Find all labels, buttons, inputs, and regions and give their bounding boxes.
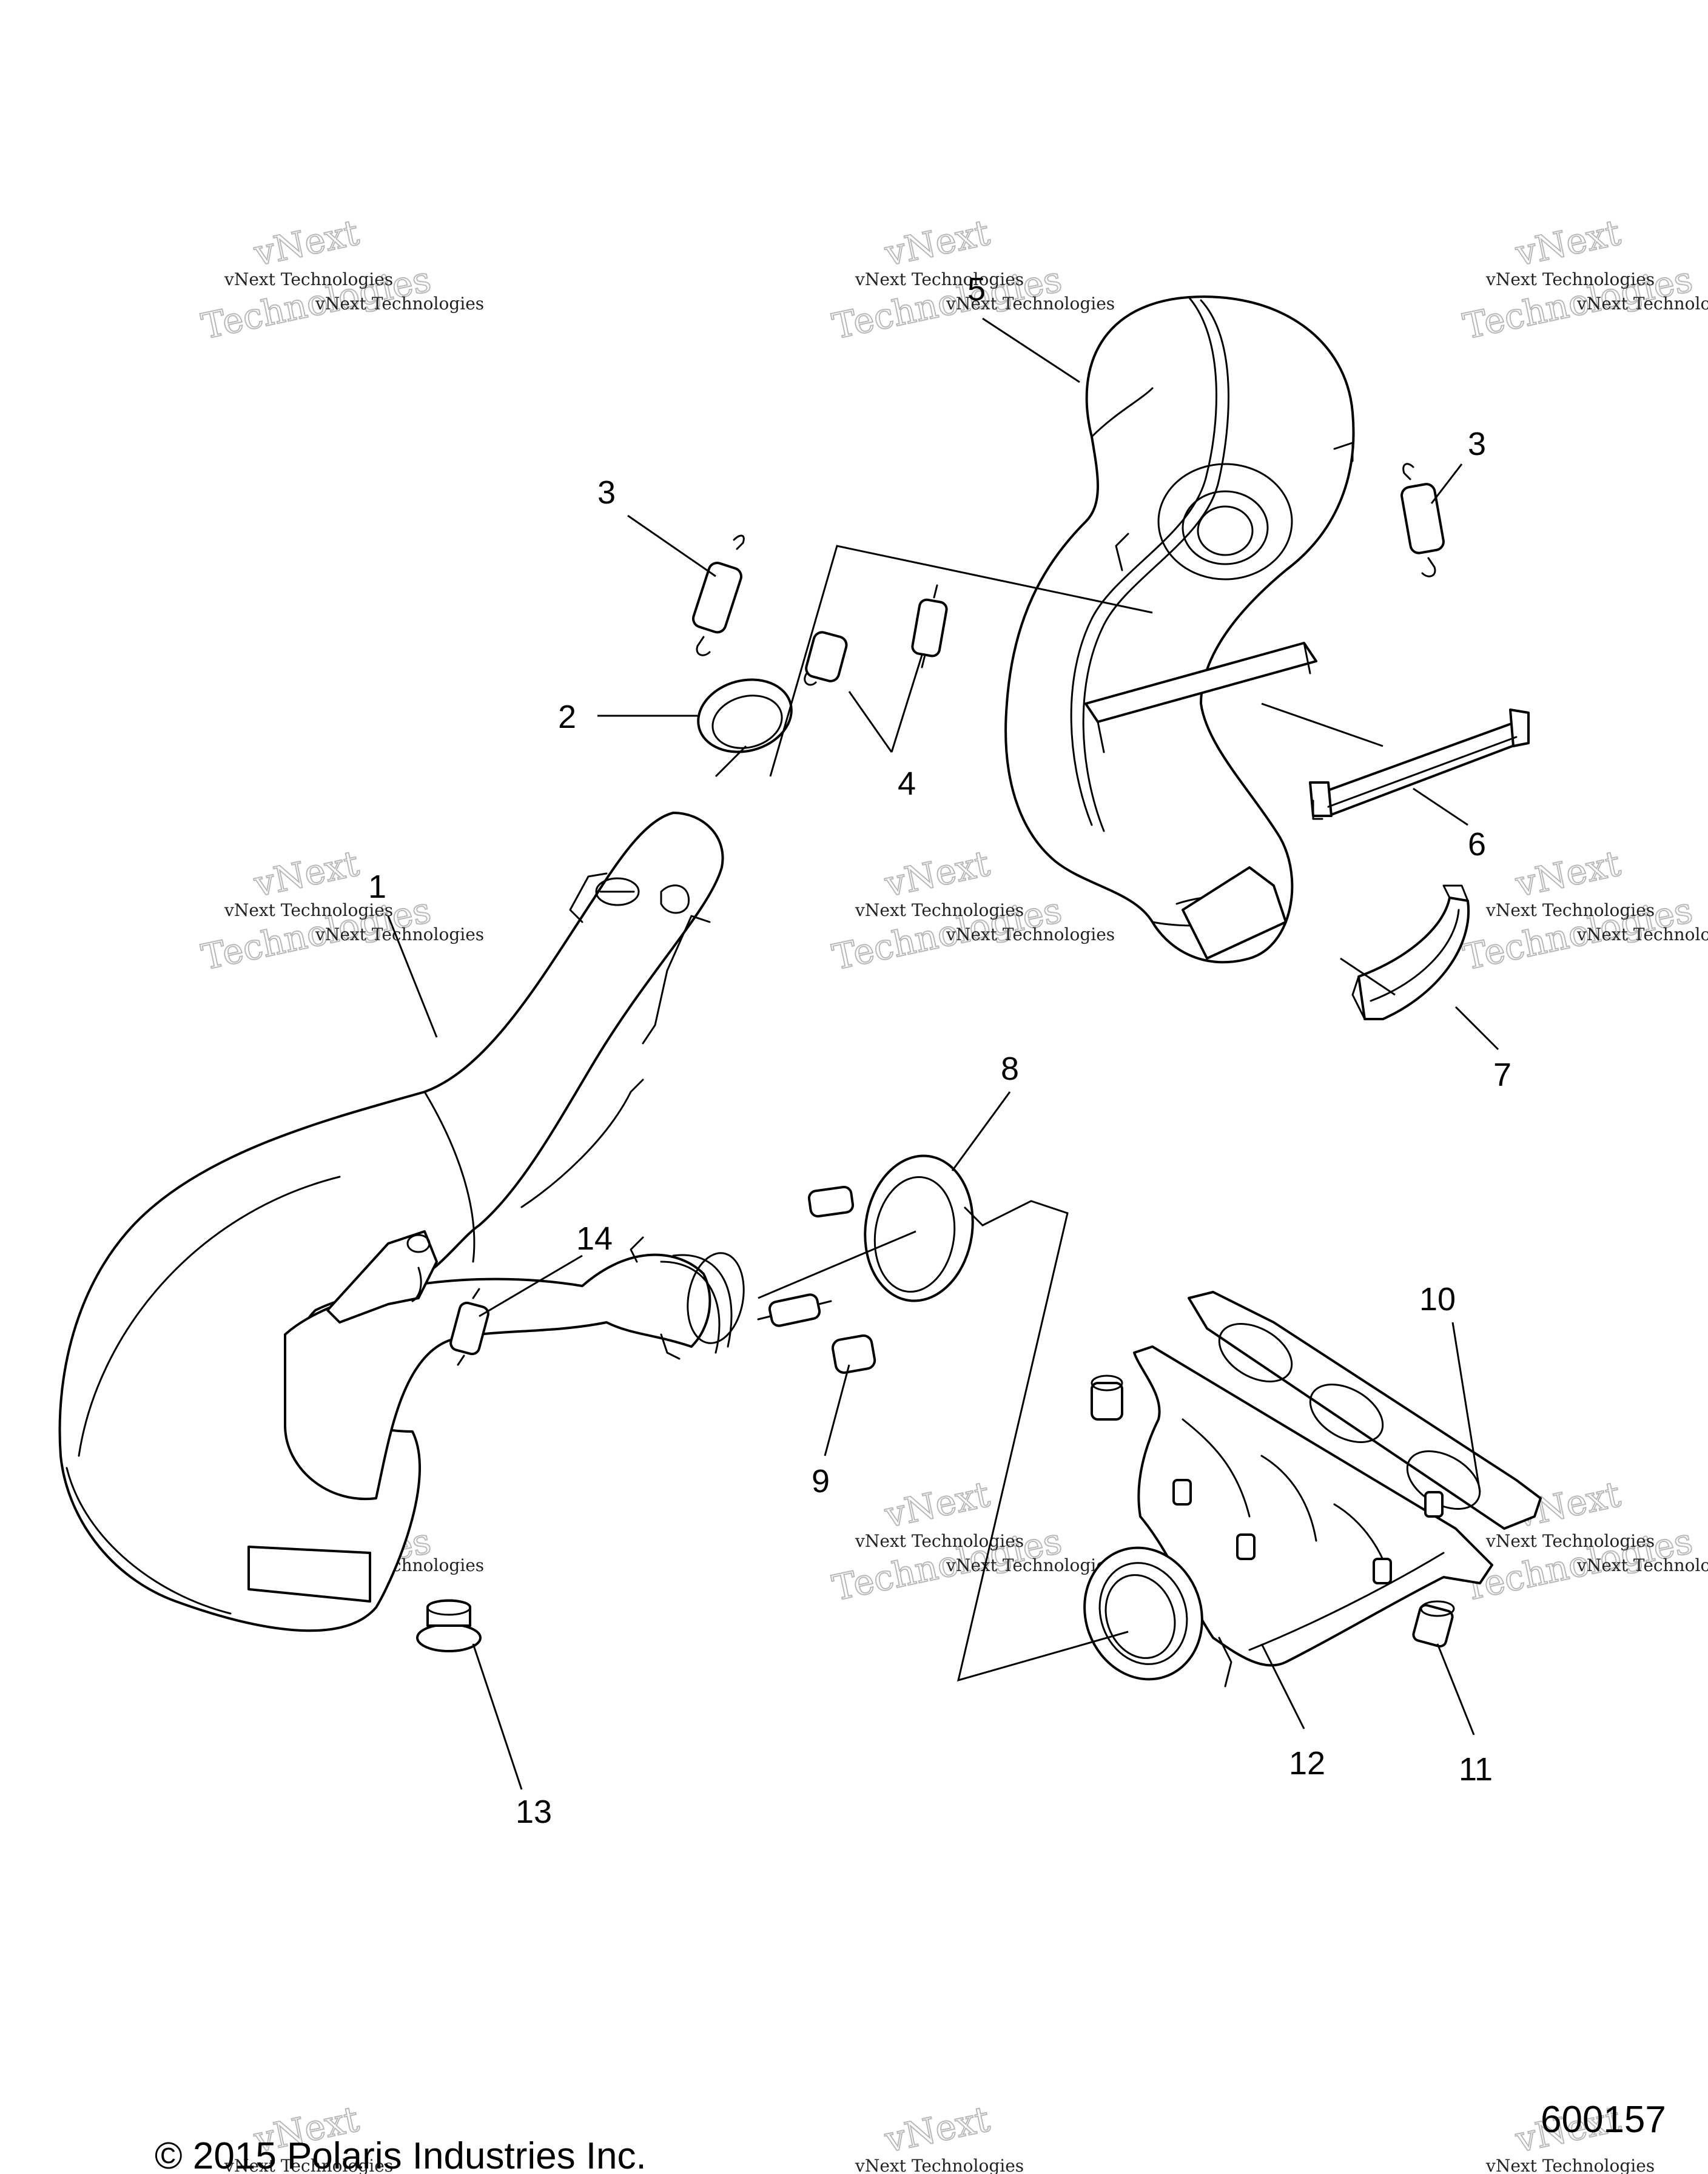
watermark-large-line-1: vNext [1511, 843, 1624, 905]
watermark-small: vNext Technologies [946, 924, 1115, 944]
watermark: vNext Technologies vNext Technologies vN… [197, 211, 484, 348]
watermark: vNext vNext Technologies [855, 2098, 1024, 2174]
watermark-large-line-1: vNext [1511, 212, 1624, 274]
leader-lines [387, 317, 1499, 1790]
callout-11: 11 [1459, 1751, 1493, 1788]
part-2-seal-ring [697, 678, 793, 753]
watermark: vNext Technologies vNext Technologies vN… [1459, 211, 1708, 348]
part-11-bolts [1091, 1375, 1455, 1647]
part-3-spring-right [1400, 463, 1445, 577]
watermark-small: vNext Technologies [315, 924, 484, 944]
callout-6: 6 [1468, 826, 1486, 863]
callout-labels: 1 2 3 3 4 5 6 7 8 9 10 11 12 13 14 [368, 271, 1511, 1830]
watermark-large-line-1: vNext [881, 843, 993, 905]
watermark-small: vNext Technologies [224, 900, 393, 920]
callout-1: 1 [368, 869, 386, 905]
watermark-small: vNext Technologies [224, 269, 393, 289]
watermark-small: vNext Technologies [1485, 269, 1655, 289]
watermark-small: vNext Technologies [855, 900, 1024, 920]
watermark-large-line-1: vNext [250, 843, 362, 905]
watermark-small: vNext Technologies [1485, 2156, 1655, 2174]
callout-14: 14 [576, 1220, 613, 1257]
callout-7: 7 [1493, 1057, 1511, 1093]
watermark-small: vNext Technologies [1576, 294, 1708, 314]
part-6-bracket-strap [1309, 708, 1530, 820]
watermark-large-line-1: vNext [250, 212, 362, 274]
part-9-springs [757, 1185, 876, 1374]
watermark-small: vNext Technologies [224, 2156, 393, 2174]
figure-number: 600157 [1541, 2099, 1666, 2141]
callout-9: 9 [812, 1463, 830, 1499]
copyright-notice: © 2015 Polaris Industries Inc. [155, 2135, 647, 2174]
watermark-small: vNext Technologies [855, 1531, 1024, 1551]
watermark-small: vNext Technologies [1485, 1531, 1655, 1551]
callout-5: 5 [967, 271, 986, 308]
watermark-small: vNext Technologies [315, 294, 484, 314]
callout-12: 12 [1289, 1745, 1325, 1782]
part-8-seal-ring [864, 1154, 974, 1302]
callout-4: 4 [898, 766, 916, 802]
part-13-plug [416, 1599, 482, 1652]
watermark-small: vNext Technologies [1576, 924, 1708, 944]
watermark-large-line-1: vNext [881, 2098, 993, 2161]
watermark-large-line-1: vNext [881, 1473, 993, 1536]
watermark-small: vNext Technologies [855, 269, 1024, 289]
watermark: vNext Technologies vNext Technologies vN… [1459, 842, 1708, 978]
part-12-manifold [1083, 1345, 1493, 1688]
callout-8: 8 [1001, 1051, 1019, 1087]
part-3-spring-left [691, 534, 745, 656]
callout-2: 2 [558, 699, 576, 735]
part-7-curved-bracket [1351, 884, 1470, 1020]
part-1-expansion-chamber [58, 812, 745, 1632]
callout-3-left: 3 [597, 474, 616, 511]
watermark-small: vNext Technologies [1485, 900, 1655, 920]
watermark-large-line-1: vNext [881, 212, 993, 274]
part-5-silencer [1004, 295, 1355, 964]
watermark-small: vNext Technologies [855, 2156, 1024, 2174]
part-10-gasket [1188, 1291, 1542, 1530]
watermark: vNext Technologies vNext Technologies vN… [197, 842, 484, 978]
watermark-small: vNext Technologies [946, 1555, 1115, 1575]
watermark-small: vNext Technologies [1576, 1555, 1708, 1575]
callout-3-right: 3 [1468, 426, 1486, 462]
watermark-small: vNext Technologies [946, 294, 1115, 314]
callout-13: 13 [516, 1794, 552, 1830]
watermark: vNext Technologies vNext Technologies vN… [828, 1473, 1115, 1609]
callout-10: 10 [1419, 1281, 1456, 1318]
part-4-springs [804, 584, 948, 686]
